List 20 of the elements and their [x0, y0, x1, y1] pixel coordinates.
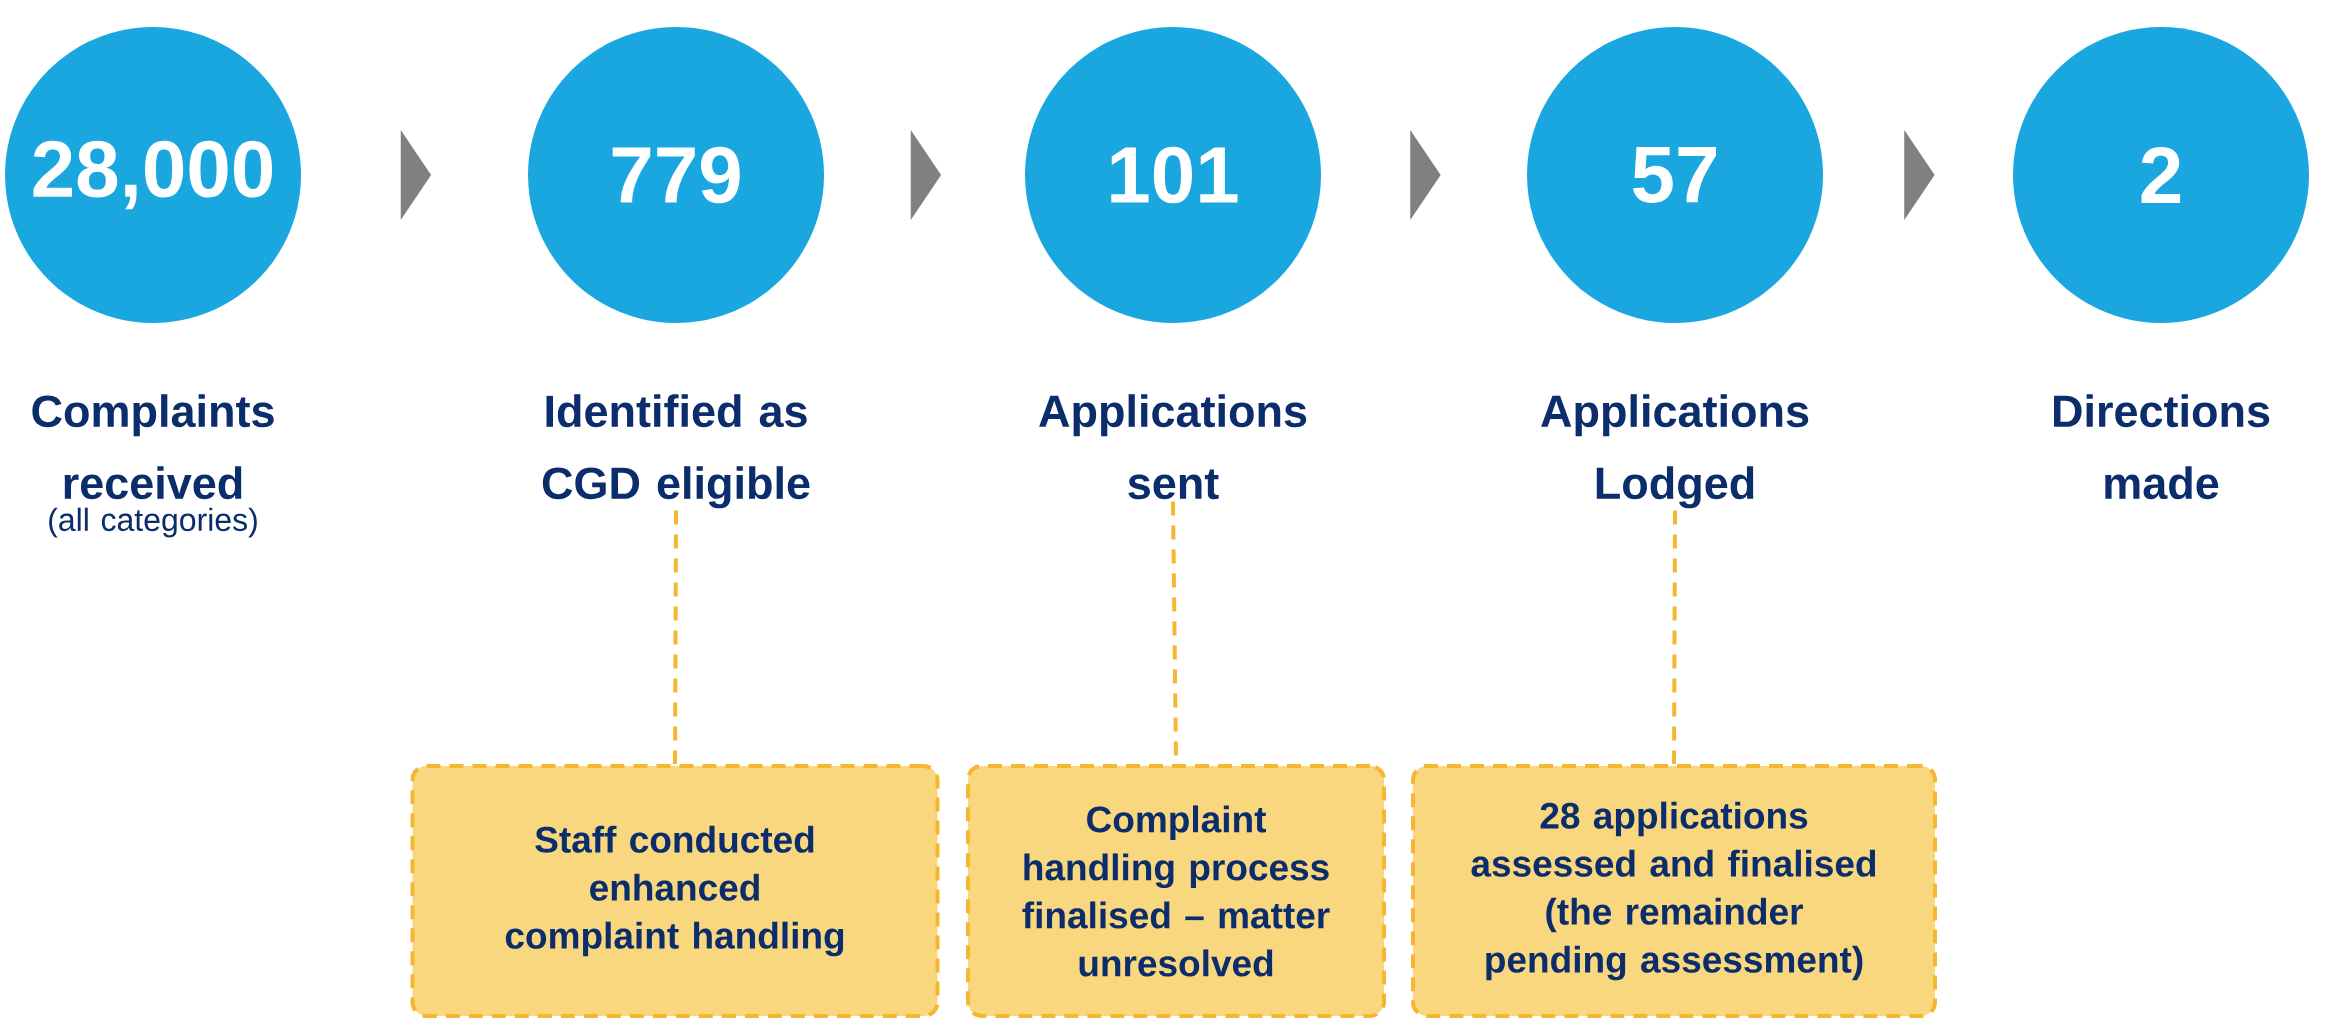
note-box: Staff conducted enhanced complaint handling — [410, 764, 940, 1018]
chevron-arrow — [910, 130, 942, 220]
chevron-arrow — [1410, 130, 1441, 220]
circle-node: 779 — [528, 27, 824, 323]
circle-node: 101 — [1025, 27, 1321, 323]
caption-text: Applications Lodged — [1541, 394, 1809, 509]
chevron-arrow — [400, 130, 432, 220]
circle-node: 2 — [2013, 27, 2309, 323]
sub-caption: (all categories) — [49, 507, 257, 538]
caption-text: Directions made — [2054, 394, 2270, 500]
leader-line — [1672, 510, 1677, 764]
caption-text: Identified as CGD eligible — [542, 394, 810, 509]
caption-text: Complaints received — [32, 394, 274, 500]
note-box: 28 applications assessed and finalised (the remainder pending assessment) — [1411, 764, 1937, 1018]
leader-line — [673, 510, 678, 764]
circle-node: 57 — [1527, 27, 1823, 323]
caption-text: Applications sent — [1039, 394, 1307, 500]
chevron-arrow — [1904, 130, 1935, 220]
circle-node: 28,000 — [5, 27, 301, 323]
note-box: Complaint handling process finalised – matter unresolved — [966, 764, 1386, 1018]
